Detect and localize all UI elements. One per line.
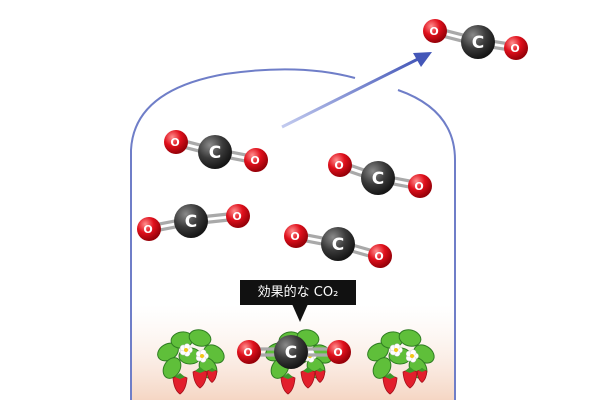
flower-center — [200, 354, 204, 358]
leaf — [372, 357, 392, 379]
carbon-atom — [274, 335, 308, 369]
co2-molecule-1: O O C — [164, 130, 268, 172]
co2-molecule-4: O O C — [284, 224, 392, 268]
escape-arrow — [281, 52, 432, 129]
strawberry-calyx — [283, 373, 293, 379]
oxygen-atom — [368, 244, 392, 268]
carbon-symbol: C — [209, 143, 221, 163]
carbon-symbol: C — [185, 212, 197, 232]
flower-center — [410, 354, 414, 358]
oxygen-symbol: O — [333, 346, 342, 359]
callout-pointer — [292, 304, 308, 322]
oxygen-atom — [137, 217, 161, 241]
oxygen-symbol: O — [250, 154, 259, 167]
carbon-atom — [361, 161, 395, 195]
carbon-atom — [321, 227, 355, 261]
oxygen-symbol: O — [429, 25, 438, 38]
oxygen-atom — [408, 174, 432, 198]
oxygen-symbol: O — [334, 159, 343, 172]
oxygen-symbol: O — [232, 210, 241, 223]
carbon-atom — [198, 135, 232, 169]
strawberry-calyx — [208, 367, 216, 372]
oxygen-atom — [244, 148, 268, 172]
oxygen-symbol: O — [290, 230, 299, 243]
oxygen-atom — [504, 36, 528, 60]
oxygen-atom — [328, 153, 352, 177]
oxygen-symbol: O — [414, 180, 423, 193]
strawberry-calyx — [418, 367, 426, 372]
oxygen-atom — [164, 130, 188, 154]
leaf — [188, 329, 212, 347]
carbon-symbol: C — [285, 343, 297, 363]
strawberry-plant-right — [367, 329, 435, 395]
carbon-atom — [461, 25, 495, 59]
oxygen-symbol: O — [243, 346, 252, 359]
carbon-symbol: C — [372, 169, 384, 189]
carbon-symbol: C — [472, 33, 484, 53]
strawberry-calyx — [303, 367, 313, 373]
oxygen-atom — [423, 19, 447, 43]
oxygen-symbol: O — [374, 250, 383, 263]
strawberry-calyx — [316, 367, 324, 372]
oxygen-symbol: O — [510, 42, 519, 55]
co2-molecule-3: O O C — [137, 204, 250, 241]
strawberry-calyx — [195, 367, 205, 373]
leaf — [398, 329, 422, 347]
strawberry-plant-left — [157, 329, 225, 395]
greenhouse-outline — [130, 68, 456, 400]
co2-molecule-escaped: O O C — [423, 19, 528, 60]
flower-center — [184, 348, 188, 352]
oxygen-atom — [327, 340, 351, 364]
strawberry-calyx — [405, 367, 415, 373]
effective-co2-label: 効果的な CO₂ — [240, 280, 356, 305]
carbon-atom — [174, 204, 208, 238]
co2-molecule-2: O O C — [328, 153, 432, 198]
strawberry-calyx — [175, 373, 185, 379]
carbon-symbol: C — [332, 235, 344, 255]
strawberry-calyx — [385, 373, 395, 379]
oxygen-atom — [237, 340, 261, 364]
oxygen-atom — [226, 204, 250, 228]
oxygen-symbol: O — [170, 136, 179, 149]
flower-center — [394, 348, 398, 352]
oxygen-symbol: O — [143, 223, 152, 236]
oxygen-atom — [284, 224, 308, 248]
leaf — [162, 357, 182, 379]
